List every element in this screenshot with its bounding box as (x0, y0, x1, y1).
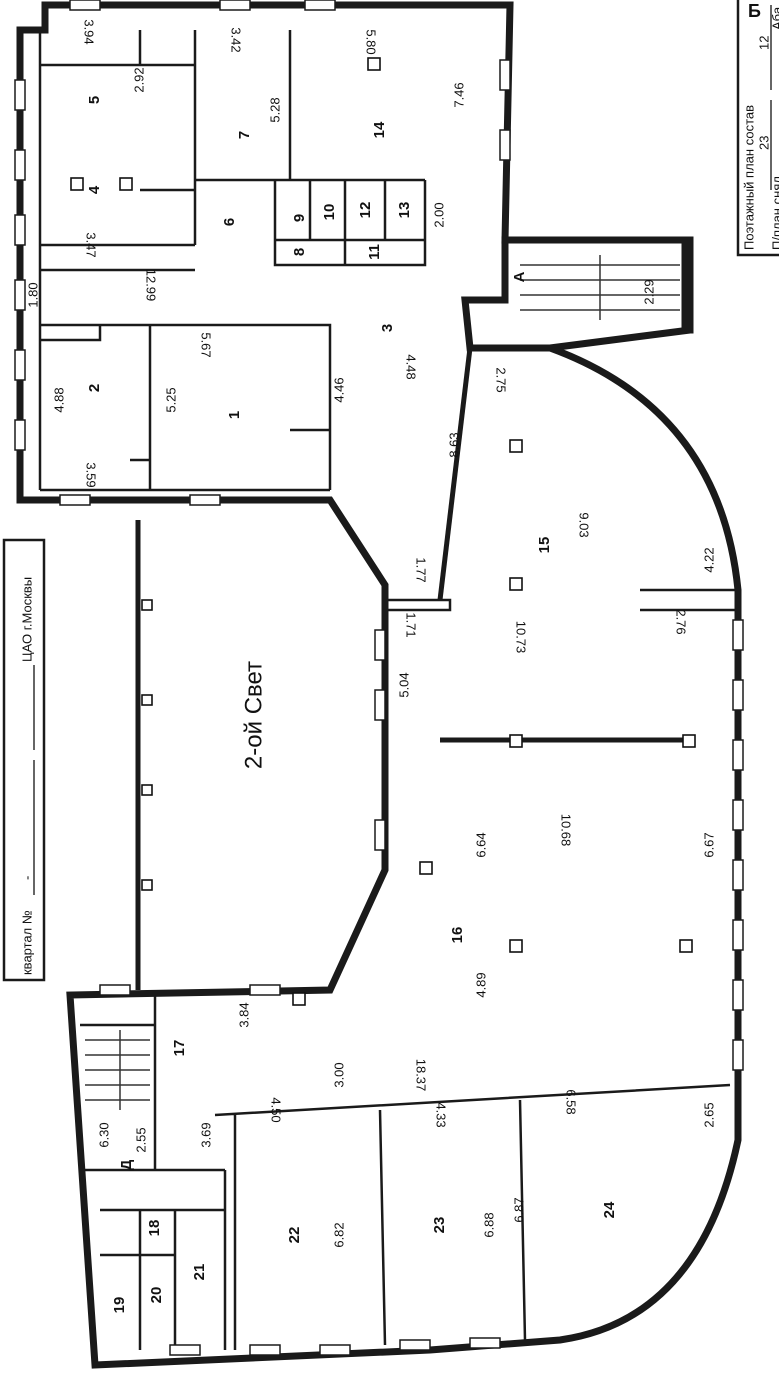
dim: 2.76 (674, 609, 689, 634)
dim: 4.22 (701, 547, 716, 572)
dim: 6.67 (701, 832, 716, 857)
dim: 3.69 (198, 1122, 213, 1147)
dim: 3.84 (236, 1002, 251, 1027)
room-24: 24 (601, 1201, 618, 1218)
dim: 2.29 (641, 279, 656, 304)
dim: 6.64 (473, 832, 488, 857)
dim: 9.03 (577, 512, 592, 537)
room-15: 15 (536, 537, 553, 554)
dim: 4.48 (404, 354, 419, 379)
room-12: 12 (357, 202, 374, 219)
room-4: 4 (86, 185, 103, 194)
survey-day: 23 (756, 136, 771, 150)
dim: 10.68 (559, 814, 574, 847)
plan-title: Поэтажный план состав (741, 105, 756, 250)
dim: 6.30 (96, 1122, 111, 1147)
dim: 3.42 (229, 27, 244, 52)
dim: 2.65 (701, 1102, 716, 1127)
room-8: 8 (291, 248, 308, 256)
room-20: 20 (148, 1287, 165, 1304)
dim: 4.88 (51, 387, 66, 412)
dim: 1.71 (404, 612, 419, 637)
surveyor-name: Аба (769, 6, 779, 30)
dim: 4.46 (331, 377, 346, 402)
district: ЦАО г.Москвы (19, 577, 34, 662)
block-label: квартал № (19, 910, 34, 975)
room-17: 17 (171, 1040, 188, 1057)
dim: 12.99 (144, 269, 159, 302)
room-7: 7 (236, 131, 253, 139)
stair-d: Д (118, 1159, 135, 1170)
dim: 5.80 (364, 29, 379, 54)
second-light-label: 2-ой Свет (240, 661, 267, 769)
room-1: 1 (226, 411, 243, 419)
room-21: 21 (191, 1264, 208, 1281)
sheet-letter: Б (748, 1, 761, 21)
dim: 5.04 (396, 672, 411, 697)
dim: 2.00 (431, 202, 446, 227)
dim: 1.80 (25, 282, 40, 307)
dim: 8.63 (446, 432, 461, 457)
survey-month: 12 (756, 36, 771, 50)
dim: 5.67 (199, 332, 214, 357)
room-labels: 5 7 14 4 6 9 10 12 13 8 11 А 1 3 2 15 16… (86, 96, 618, 1314)
dim: 6.87 (511, 1197, 526, 1222)
room-22: 22 (286, 1227, 303, 1244)
dim: 2.75 (494, 367, 509, 392)
dim: 3.59 (84, 462, 99, 487)
dim: 6.58 (564, 1089, 579, 1114)
room-18: 18 (146, 1220, 163, 1237)
room-11: 11 (366, 244, 383, 260)
dim: 2.55 (133, 1127, 148, 1152)
room-6: 6 (221, 218, 238, 226)
room-3: 3 (379, 324, 396, 332)
dim: 6.88 (481, 1212, 496, 1237)
room-10: 10 (321, 204, 338, 221)
dim: 1.77 (414, 557, 429, 582)
room-19: 19 (111, 1297, 128, 1314)
block-info-box: квартал № - ЦАО г.Москвы (2, 538, 46, 982)
dim: 6.82 (331, 1222, 346, 1247)
room-16: 16 (449, 927, 466, 944)
dim: 3.47 (84, 232, 99, 257)
surveyor-label: П/план снял (769, 176, 779, 250)
room-13: 13 (396, 202, 413, 219)
room-9: 9 (291, 214, 308, 222)
block-value: - (19, 876, 34, 880)
dim: 5.28 (267, 97, 282, 122)
dim: 3.00 (331, 1062, 346, 1087)
room-5: 5 (86, 96, 103, 104)
dim: 10.73 (514, 621, 529, 654)
dim: 7.46 (451, 82, 466, 107)
dim: 3.94 (82, 19, 97, 44)
dim: 4.89 (473, 972, 488, 997)
room-23: 23 (431, 1217, 448, 1234)
walls (14, 0, 744, 1369)
plan-info-box: Поэтажный план состав 23 12 П/план снял … (736, 0, 779, 257)
room-2: 2 (86, 384, 103, 392)
dim: 5.25 (163, 387, 178, 412)
dim: 4.50 (269, 1097, 284, 1122)
room-14: 14 (371, 121, 388, 138)
dim: 18.37 (414, 1059, 429, 1092)
dim: 4.33 (434, 1102, 449, 1127)
stair-a: А (511, 271, 528, 282)
dim: 2.92 (131, 67, 146, 92)
dimension-labels: 3.94 2.92 3.42 5.28 5.80 7.46 2.00 3.47 … (25, 19, 716, 1247)
